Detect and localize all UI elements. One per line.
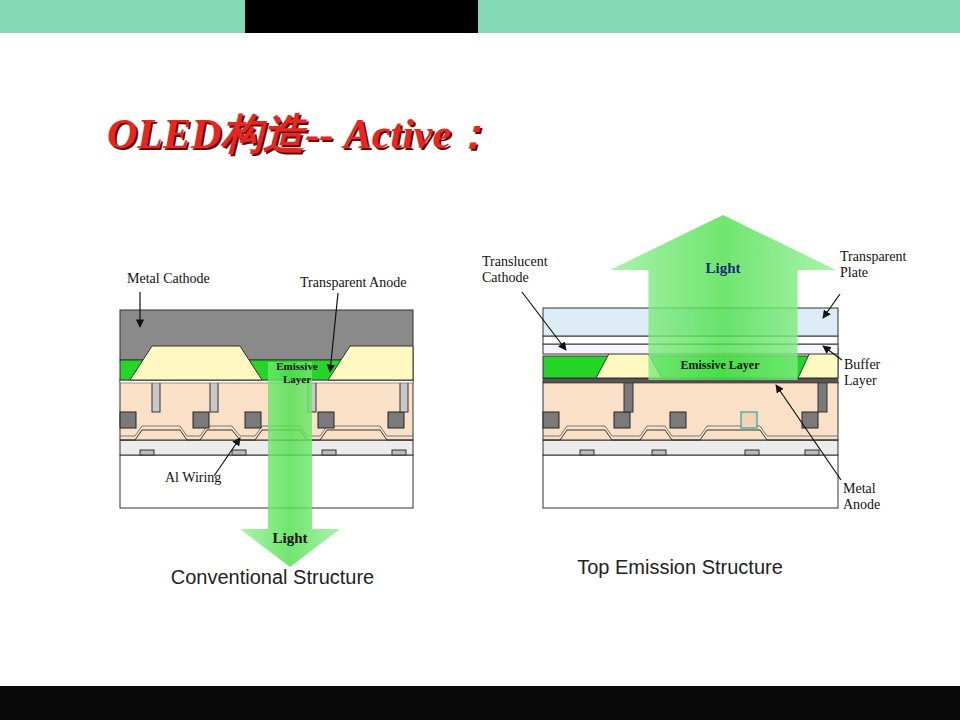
arrow-outline	[240, 362, 340, 567]
part-label: Metal Cathode	[127, 271, 237, 287]
arrow-outline	[610, 215, 836, 380]
part-label: Metal Anode	[843, 481, 895, 513]
figure-caption: Top Emission Structure	[560, 556, 800, 579]
light-arrow: Light	[610, 215, 836, 380]
figure-caption: Conventional Structure	[150, 566, 395, 589]
part-label: Al Wiring	[165, 470, 245, 486]
part-label: Buffer Layer	[844, 357, 894, 389]
part-label: Translucent Cathode	[482, 254, 568, 286]
part-label: Emissive Layer	[268, 360, 326, 385]
arrow-label: Light	[240, 530, 340, 547]
top-bar	[0, 0, 960, 33]
light-arrow: Light	[240, 362, 340, 567]
part-label: Transparent Anode	[300, 275, 430, 291]
bottom-bar	[0, 686, 960, 720]
part-label: Emissive Layer	[665, 359, 775, 373]
arrow-shape	[610, 215, 836, 380]
part-label: Transparent Plate	[840, 249, 920, 281]
slide-title: OLED构造-- Active：	[107, 106, 493, 162]
conventional-cross-section	[120, 292, 413, 508]
top-bar-block	[245, 0, 478, 33]
arrow-label: Light	[610, 260, 836, 277]
